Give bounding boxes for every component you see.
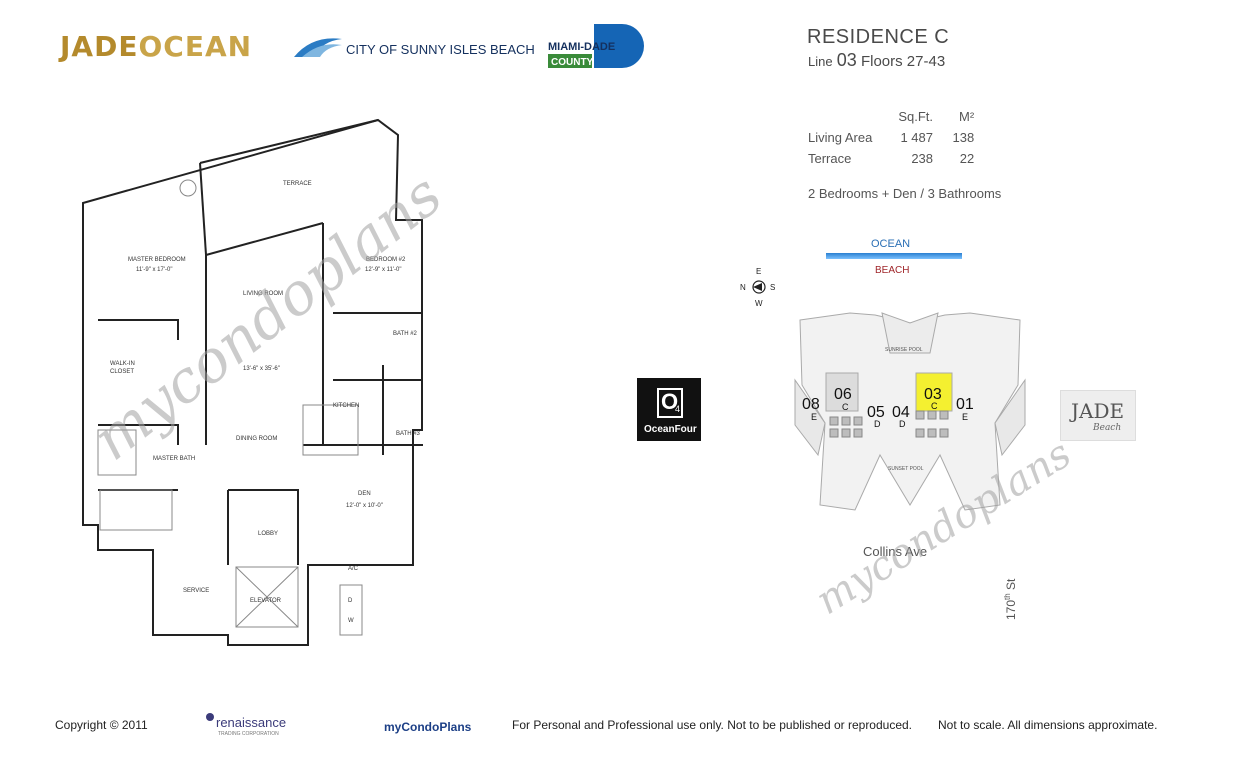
compass-icon: E N S W xyxy=(740,267,775,308)
plan-den: DEN xyxy=(358,491,371,497)
plan-bath3: BATH #3 xyxy=(396,431,421,437)
plan-terrace: TERRACE xyxy=(283,181,312,187)
unit-number: 08 xyxy=(802,396,820,413)
jade-beach-main: JADE xyxy=(1071,399,1125,423)
o4-box xyxy=(657,388,683,418)
area-sqft: 238 xyxy=(911,151,934,166)
sqft-header: Sq.Ft. xyxy=(898,109,934,124)
table-row: Terrace 238 22 xyxy=(806,148,980,169)
ocean-four-logo: O 4 OceanFour xyxy=(637,378,701,441)
scale-notice: Not to scale. All dimensions approximate… xyxy=(938,718,1158,732)
area-m2: 138 xyxy=(952,130,975,145)
compass-n: N xyxy=(740,283,746,292)
plan-elevator: ELEVATOR xyxy=(250,598,282,604)
unit-number: 03 xyxy=(924,386,942,403)
plan-walk-in-closet: CLOSET xyxy=(110,369,134,375)
street-170-label: 170th St xyxy=(1003,579,1018,620)
o4-sub: 4 xyxy=(675,404,681,414)
highlighted-unit-03 xyxy=(915,372,953,412)
unit-number: 05 xyxy=(867,404,885,421)
plan-den-dim: 12'-0" x 10'-0" xyxy=(346,503,383,509)
rooms-summary: 2 Bedrooms + Den / 3 Bathrooms xyxy=(808,186,1002,201)
o4-text: OceanFour xyxy=(644,424,697,435)
compass-s: S xyxy=(770,283,775,292)
miami-dade-logo: MIAMI-DADE COUNTY xyxy=(548,24,644,68)
plan-bedroom2: BEDROOM #2 xyxy=(366,257,406,263)
miami-dade-bottom-text: COUNTY xyxy=(551,57,594,68)
line-label: Line xyxy=(808,54,833,69)
plan-living-room: LIVING ROOM xyxy=(243,291,283,297)
plan-dining-room: DINING ROOM xyxy=(236,436,277,442)
unit-number: 04 xyxy=(892,404,910,421)
area-label: Living Area xyxy=(808,130,873,145)
plan-service: SERVICE xyxy=(183,588,209,594)
ocean-bar xyxy=(826,253,962,259)
line-value: 03 xyxy=(836,50,857,70)
plan-bedroom2-dim: 12'-9" x 11'-0" xyxy=(365,267,401,273)
residence-line-floors: Line 03 Floors 27-43 xyxy=(808,50,945,71)
residence-title: RESIDENCE C xyxy=(807,26,950,48)
area-sqft: 1 487 xyxy=(900,130,934,145)
plan-ac: A/C xyxy=(348,566,359,572)
area-header-row: Sq.Ft. M² xyxy=(806,106,980,127)
unit-letter: D xyxy=(899,419,906,429)
sunny-isles-logo-text: CITY OF SUNNY ISLES BEACH xyxy=(346,42,535,57)
street-num: 170 xyxy=(1004,599,1018,620)
collins-ave-label: Collins Ave xyxy=(863,544,928,559)
jade-beach-sub: Beach xyxy=(1093,423,1122,433)
unit-letter: C xyxy=(931,401,938,411)
plan-d: D xyxy=(348,598,353,604)
plan-master-bedroom: MASTER BEDROOM xyxy=(128,257,186,263)
unit-number: 01 xyxy=(956,396,974,413)
area-table: Sq.Ft. M² Living Area 1 487 138 Terrace … xyxy=(806,106,980,169)
miami-dade-top-text: MIAMI-DADE xyxy=(548,41,615,53)
plan-walk-in: WALK-IN xyxy=(110,361,135,367)
logo-ocean-text: OCEAN xyxy=(138,30,253,63)
plan-living-dim: 13'-6" x 35'-6" xyxy=(243,366,280,372)
unit-letter: C xyxy=(842,402,849,412)
plan-w: W xyxy=(348,618,354,624)
unit-letter: D xyxy=(874,419,881,429)
renaissance-sub: TRADING CORPORATION xyxy=(218,731,279,737)
floor-plan: TERRACE MASTER BEDROOM 11'-9" x 17'-0" B… xyxy=(82,118,423,646)
beach-label: BEACH xyxy=(875,265,910,276)
sunrise-pool-label: SUNRISE POOL xyxy=(885,347,923,353)
street-st: St xyxy=(1004,578,1018,590)
renaissance-logo: renaissance TRADING CORPORATION xyxy=(206,713,286,737)
ocean-label: OCEAN xyxy=(871,238,911,250)
o4-mark: O xyxy=(661,389,679,414)
area-label: Terrace xyxy=(808,151,852,166)
mycondoplans-link[interactable]: myCondoPlans xyxy=(384,720,472,734)
floors-label: Floors 27-43 xyxy=(860,53,946,70)
street-suffix: th xyxy=(1003,593,1012,600)
usage-notice: For Personal and Professional use only. … xyxy=(512,718,913,732)
copyright-text: Copyright © 2011 xyxy=(55,718,148,732)
area-m2: 22 xyxy=(959,151,975,166)
plan-master-bedroom-dim: 11'-9" x 17'-0" xyxy=(136,267,172,273)
renaissance-text: renaissance xyxy=(216,715,286,730)
m2-header: M² xyxy=(959,109,975,124)
compass-w: W xyxy=(755,299,763,308)
jade-beach-logo: JADE Beach xyxy=(1060,390,1136,441)
plan-kitchen: KITCHEN xyxy=(333,403,359,409)
jade-ocean-logo: JADEOCEAN xyxy=(60,30,252,63)
compass-e: E xyxy=(756,267,761,276)
table-row: Living Area 1 487 138 xyxy=(806,127,980,148)
unit-number: 06 xyxy=(834,386,852,403)
unit-letter: E xyxy=(811,412,817,422)
plan-lobby: LOBBY xyxy=(258,531,278,537)
sunset-pool-label: SUNSET POOL xyxy=(888,466,924,472)
unit-letter: E xyxy=(962,412,968,422)
site-plan: SUNRISE POOL SUNSET POOL 08 E 06 C 05 D … xyxy=(794,312,1026,511)
plan-bath2: BATH #2 xyxy=(393,331,418,337)
sunny-isles-wave-icon xyxy=(294,38,342,57)
logo-jade-text: JADE xyxy=(60,30,139,63)
plan-master-bath: MASTER BATH xyxy=(153,456,195,462)
